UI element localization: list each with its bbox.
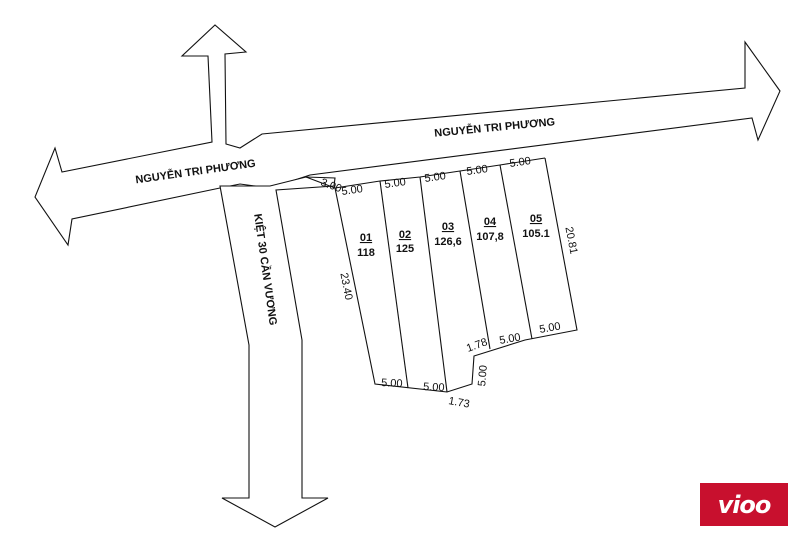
dim-front: 5.00 <box>341 183 364 198</box>
main-road <box>34 24 781 247</box>
lot-number: 02 <box>399 229 411 241</box>
dim-front: 5.00 <box>466 163 489 178</box>
dim-left-side: 23.40 <box>337 272 354 301</box>
divider-1 <box>379 180 409 389</box>
dim-front: 5.00 <box>424 170 447 185</box>
lot-labels: 01 118 02 125 03 126,6 04 107,8 05 105.1 <box>357 213 550 259</box>
lot-number: 01 <box>360 232 372 244</box>
lot-area: 118 <box>357 247 375 259</box>
lot-number: 04 <box>484 216 497 228</box>
road-network <box>34 24 781 528</box>
dim-rear: 5.00 <box>538 320 561 336</box>
lot-area: 105.1 <box>522 228 550 240</box>
divider-2 <box>419 176 448 393</box>
divider-3 <box>459 170 491 350</box>
lot-number: 03 <box>442 221 454 233</box>
outer-boundary <box>334 157 578 393</box>
brand-logo: vioo <box>700 483 788 526</box>
dim-right-side: 20.81 <box>562 226 579 255</box>
dim-rear: 5.00 <box>381 377 403 390</box>
dim-front: 5.00 <box>509 155 532 170</box>
dim-rear: 5.00 <box>498 331 521 347</box>
front-line <box>334 157 546 189</box>
dim-corner: 3.00 <box>319 177 343 196</box>
lots-boundary <box>305 157 578 393</box>
dim-step-short: 1.73 <box>447 395 470 411</box>
lot-area: 125 <box>396 243 414 255</box>
lot-area: 126,6 <box>434 236 462 248</box>
divider-4 <box>499 164 533 340</box>
dim-step-vertical: 5.00 <box>476 365 490 387</box>
dimension-labels: 3.00 5.00 5.00 5.00 5.00 5.00 23.40 20.8… <box>319 155 579 411</box>
alley-road <box>219 176 336 528</box>
lot-number: 05 <box>530 213 542 225</box>
corner-chamfer <box>305 176 336 189</box>
brand-logo-text: vioo <box>717 490 772 519</box>
dim-rear: 5.00 <box>423 381 445 394</box>
dim-front: 5.00 <box>384 176 407 191</box>
lot-area: 107,8 <box>476 231 504 243</box>
